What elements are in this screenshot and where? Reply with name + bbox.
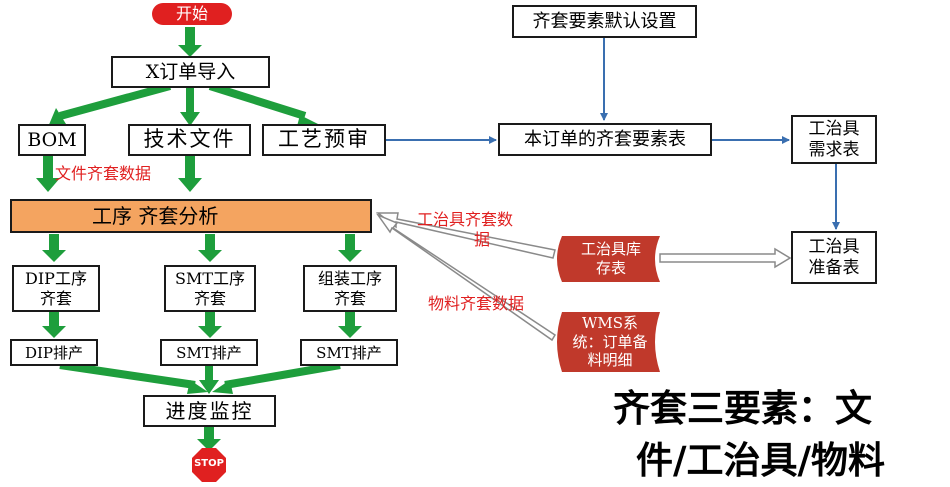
- arrow-smt-to-sched: [198, 312, 222, 338]
- progress-box: 进度监控: [143, 395, 276, 427]
- arrow-tech-down: [178, 156, 202, 192]
- wms-text: WMS系统：订单备料明细: [572, 313, 648, 370]
- tool-kit-data-label-1: 工治具齐套数: [417, 210, 514, 229]
- wms-shape: [557, 312, 660, 372]
- start-label: 开始: [175, 4, 208, 23]
- smt-kit-box: SMT工序齐套: [164, 265, 256, 312]
- arrow-wms-to-analysis: [375, 213, 557, 342]
- arrow-to-dip: [42, 234, 66, 262]
- tool-ready-box: 工治具准备表: [791, 231, 877, 284]
- default-settings-box: 齐套要素默认设置: [512, 5, 697, 38]
- arrow-order-to-process: [208, 82, 307, 120]
- order-elements-box: 本订单的齐套要素表: [498, 123, 712, 156]
- dip-kit-box: DIP工序齐套: [12, 265, 100, 312]
- assy-kit-box: 组装工序齐套: [303, 265, 397, 312]
- process-review-box: 工艺预审: [262, 124, 386, 156]
- tool-kit-data-label-2: 据: [474, 230, 491, 249]
- material-kit-data-label: 物料齐套数据: [428, 294, 525, 313]
- arrow-progress-to-stop: [197, 425, 221, 451]
- stock-shape: [557, 236, 660, 282]
- analysis-bar: 工序 齐套分析: [10, 199, 372, 233]
- smt-sched-box-2: SMT排产: [300, 339, 398, 366]
- start-terminal: [152, 3, 232, 25]
- arrow-dip-to-sched: [42, 312, 66, 338]
- arrow-stock-to-ready: [659, 247, 792, 269]
- summary-line-2: 件/工治具/物料: [636, 439, 886, 482]
- tool-demand-box: 工治具需求表: [791, 115, 877, 164]
- stop-sign: [192, 448, 226, 482]
- arrow-assy-to-sched: [338, 312, 362, 338]
- doc-kit-data-label: 文件齐套数据: [55, 164, 152, 183]
- arrow-assy-sched-to-progress: [224, 361, 341, 389]
- arrow-bom-down: [36, 156, 60, 192]
- arrow-to-assy: [338, 234, 362, 262]
- smt-sched-box-1: SMT排产: [160, 339, 258, 366]
- dip-sched-box: DIP排产: [10, 339, 98, 366]
- summary-line-1: 齐套三要素：文: [613, 387, 872, 430]
- bom-box: BOM: [18, 124, 86, 156]
- tech-doc-box: 技术文件: [128, 124, 251, 156]
- arrow-dip-sched-to-progress: [59, 361, 196, 389]
- stop-label: STOP: [194, 458, 224, 469]
- tool-stock-text: 工治具库存表: [580, 240, 641, 277]
- order-import-box: X订单导入: [111, 56, 270, 88]
- arrow-start-to-order: [178, 27, 202, 57]
- arrow-to-smt: [198, 234, 222, 262]
- arrow-order-to-bom: [58, 82, 172, 120]
